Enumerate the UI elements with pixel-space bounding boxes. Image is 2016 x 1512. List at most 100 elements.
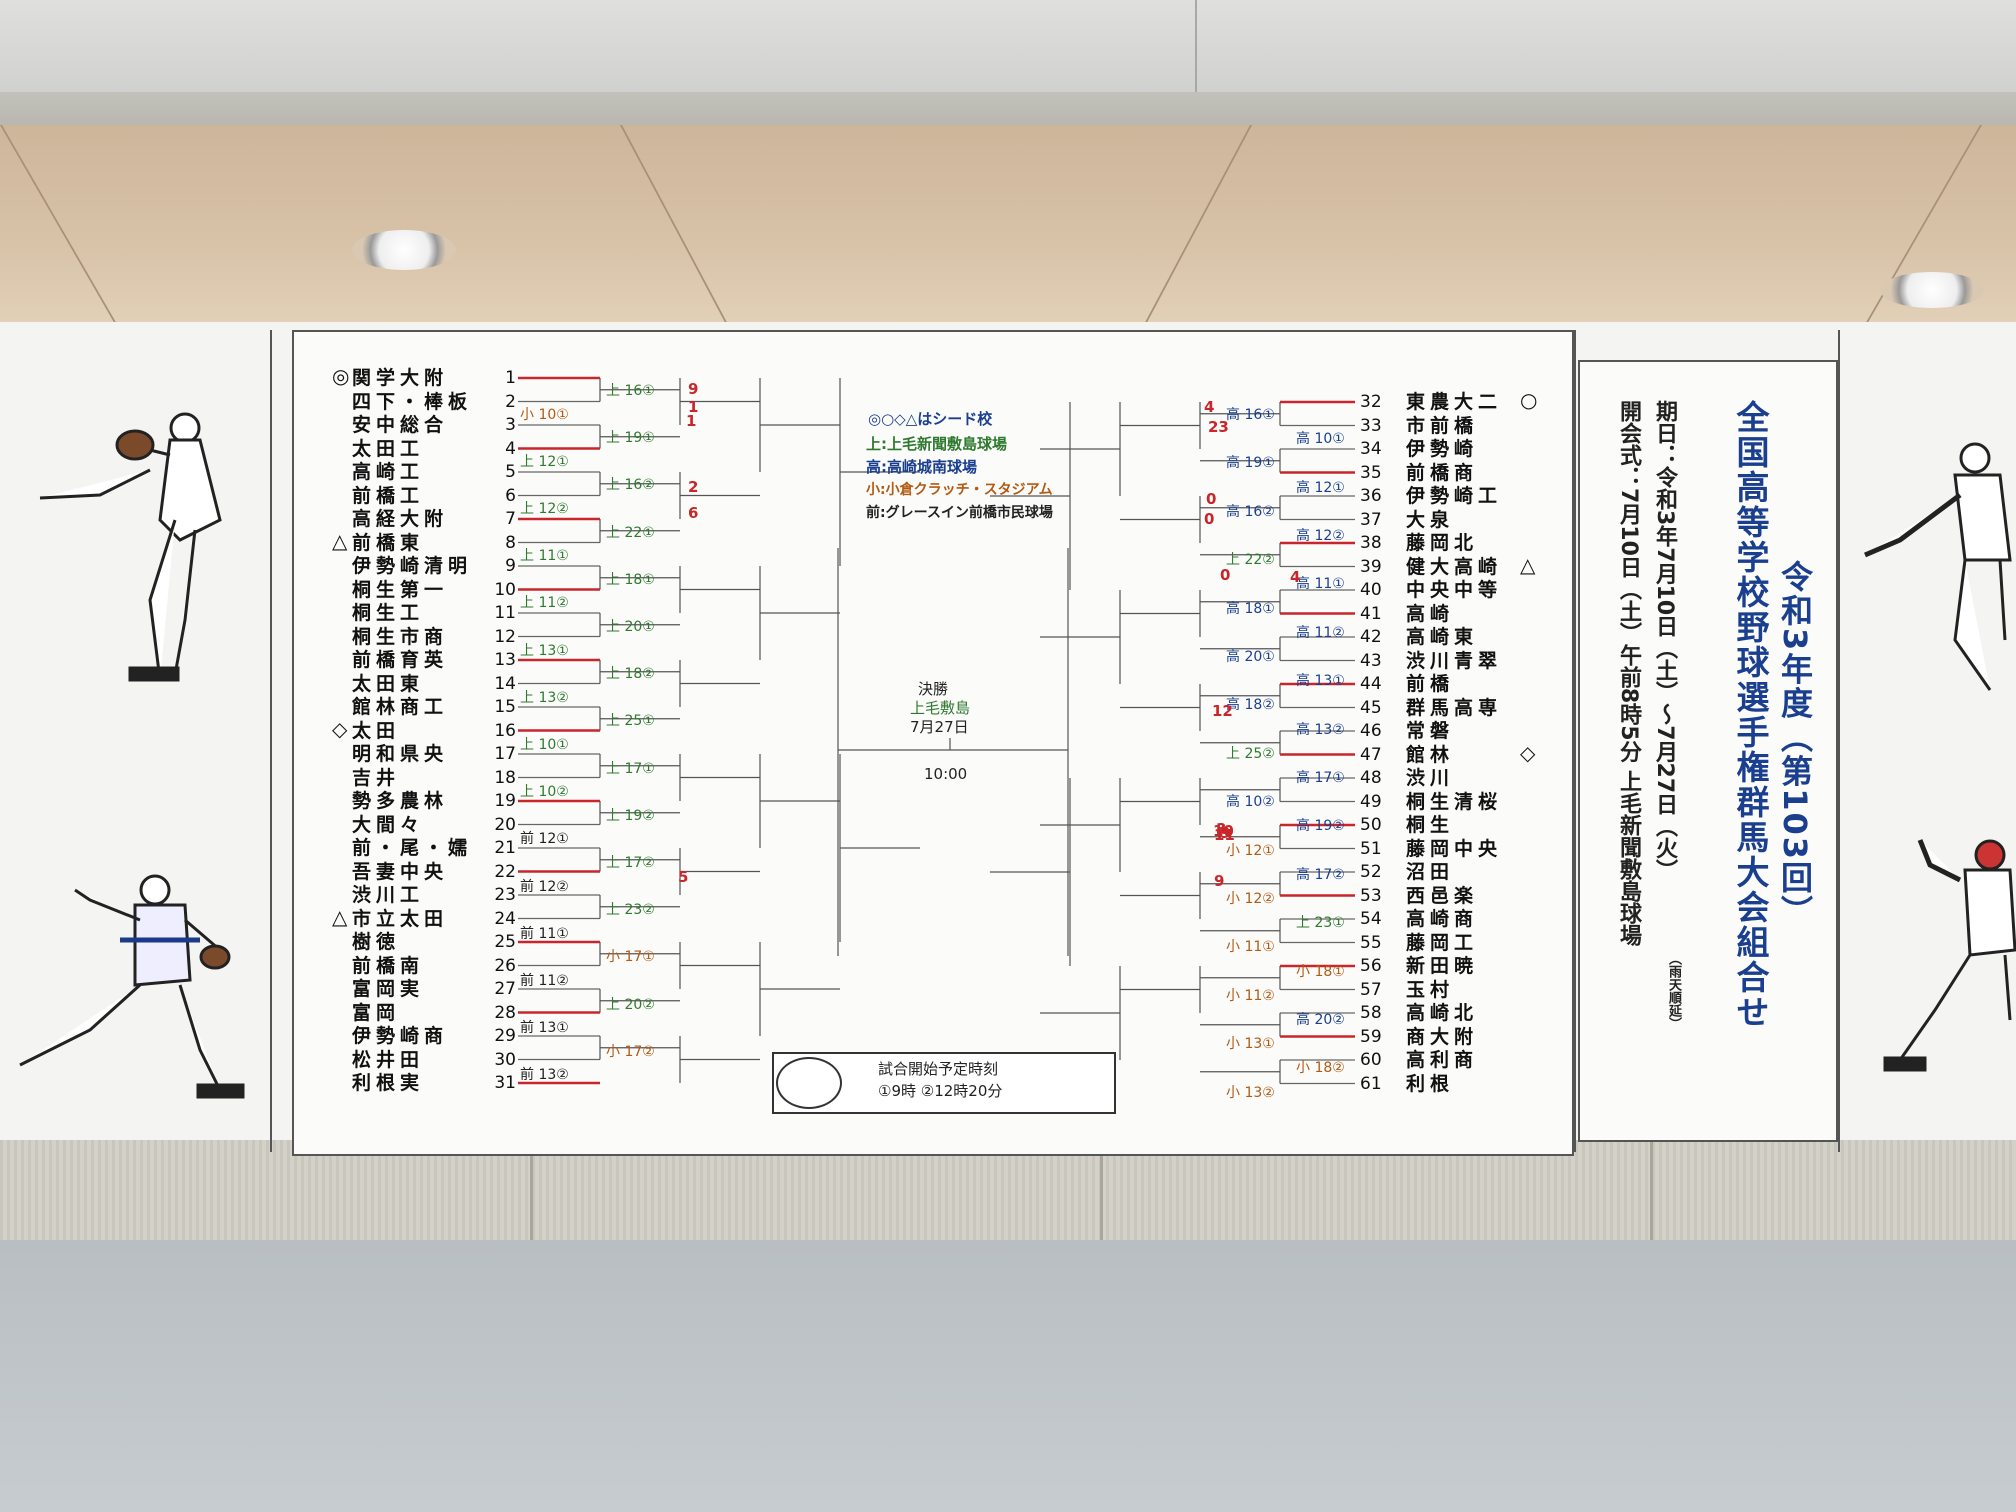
team-name: 渋川青翠 <box>1406 649 1503 672</box>
match-label: 上 23① <box>1296 915 1345 932</box>
team-number: 52 <box>1360 862 1382 882</box>
team-name: 東農大二 <box>1406 391 1503 413</box>
handwritten-score: 3 <box>1216 820 1227 838</box>
team-name: 館林商工 <box>352 696 449 718</box>
team-number: 17 <box>494 744 516 764</box>
team-seed-mark: △ <box>332 904 348 929</box>
team-number: 31 <box>494 1073 516 1093</box>
team-number: 18 <box>494 767 516 788</box>
team-number: 56 <box>1360 956 1382 976</box>
handwritten-score: 0 <box>1220 566 1231 584</box>
match-label: 上 25② <box>1226 745 1275 762</box>
team-number: 38 <box>1360 533 1382 553</box>
team-name: 利根 <box>1406 1072 1455 1095</box>
handwritten-score: 23 <box>1208 418 1229 436</box>
match-label: 上 17① <box>606 760 655 777</box>
team-number: 26 <box>494 955 516 976</box>
team-name: 明和県央 <box>352 743 449 765</box>
lower-wall <box>0 1240 2016 1512</box>
handwritten-score: 10 <box>1213 822 1234 840</box>
team-number: 11 <box>494 603 516 623</box>
team-number: 33 <box>1360 415 1382 436</box>
team-name: 前橋工 <box>352 484 425 507</box>
team-number: 39 <box>1360 556 1382 577</box>
team-number: 36 <box>1360 486 1382 506</box>
team-seed-mark: △ <box>1520 552 1536 577</box>
team-number: 54 <box>1360 909 1382 929</box>
team-number: 46 <box>1360 721 1382 741</box>
title-rain-note: （雨天順延） <box>1666 952 1681 1030</box>
handwritten-score: 4 <box>1290 568 1301 586</box>
team-number: 34 <box>1360 439 1382 459</box>
team-number: 53 <box>1360 885 1382 906</box>
start-time-values: ①9時 ②12時20分 <box>878 1082 1003 1100</box>
team-name: 群馬高専 <box>1406 696 1503 719</box>
handwritten-score: 6 <box>688 504 699 522</box>
match-label: 小 13① <box>1226 1036 1275 1053</box>
match-label: 高 19① <box>1226 455 1275 472</box>
match-label: 上 12① <box>520 453 569 470</box>
match-label: 上 11① <box>520 548 569 565</box>
match-label: 高 20② <box>1296 1012 1345 1028</box>
match-label: 高 17① <box>1296 770 1345 786</box>
match-label: 前 13② <box>520 1067 569 1084</box>
match-label: 高 13② <box>1296 721 1345 738</box>
team-name: 藤岡中央 <box>1406 837 1503 860</box>
team-name: 前橋東 <box>352 531 425 554</box>
team-name: 市前橋 <box>1406 414 1479 437</box>
team-name: 利根実 <box>352 1072 425 1094</box>
match-label: 上 25① <box>606 713 655 730</box>
team-name: 前橋南 <box>352 954 425 977</box>
team-name: 高崎東 <box>1406 626 1479 648</box>
title-sub: 全国高等学校野球選手権群馬大会組合せ <box>1731 400 1770 1030</box>
team-name: 吾妻中央 <box>352 860 449 883</box>
soffit-ceiling <box>0 125 2016 325</box>
match-label: 前 11① <box>520 925 569 942</box>
stone-joint <box>1100 1140 1103 1240</box>
match-label: 高 11① <box>1296 576 1345 593</box>
team-name: 太田工 <box>352 437 425 460</box>
team-name: 太田 <box>352 719 401 742</box>
handwritten-score: 5 <box>678 868 689 886</box>
team-number: 25 <box>494 932 516 952</box>
match-label: 上 13① <box>520 642 569 659</box>
team-name: 関学大附 <box>352 367 449 389</box>
match-label: 上 17② <box>606 855 655 871</box>
match-label: 小 18② <box>1296 1060 1345 1077</box>
match-label: 前 13① <box>520 1020 569 1037</box>
team-number: 59 <box>1360 1026 1382 1047</box>
team-number: 43 <box>1360 650 1382 671</box>
team-name: 桐生 <box>1406 814 1455 836</box>
team-name: 常磐 <box>1406 720 1455 742</box>
match-label: 高 19② <box>1296 818 1345 835</box>
stone-joint <box>1650 1140 1653 1240</box>
team-number: 14 <box>494 673 516 694</box>
team-name: 前橋育英 <box>352 649 449 671</box>
match-label: 高 12② <box>1296 528 1345 544</box>
title-ceremony: 開会式：7月10日（土）午前8時5分 上毛新聞敷島球場 <box>1616 400 1641 947</box>
team-seed-mark: △ <box>332 528 348 553</box>
team-number: 10 <box>494 579 516 600</box>
final-venue: 上毛敷島 <box>910 699 971 717</box>
team-number: 42 <box>1360 627 1382 647</box>
team-number: 6 <box>505 485 516 506</box>
handwritten-score: 0 <box>1206 490 1217 508</box>
team-name: 高経大附 <box>352 508 449 530</box>
team-name: 藤岡北 <box>1406 532 1479 554</box>
match-label: 上 10① <box>520 737 569 753</box>
panel-divider <box>270 330 272 1152</box>
match-label: 上 18① <box>606 571 655 588</box>
title-main: 令和3年度（第103回） <box>1776 560 1814 930</box>
team-name: 藤岡工 <box>1406 931 1479 954</box>
match-label: 高 18① <box>1226 600 1275 617</box>
match-label: 小 17① <box>606 949 655 966</box>
handwritten-score: 1 <box>686 412 697 430</box>
team-name: 伊勢崎商 <box>352 1025 449 1047</box>
team-number: 5 <box>505 462 516 482</box>
match-label: 上 22① <box>606 524 655 541</box>
match-label: 高 10② <box>1226 794 1275 811</box>
title-panel <box>1578 360 1838 1142</box>
team-number: 1 <box>505 368 516 388</box>
team-name: 前橋商 <box>1406 461 1479 484</box>
